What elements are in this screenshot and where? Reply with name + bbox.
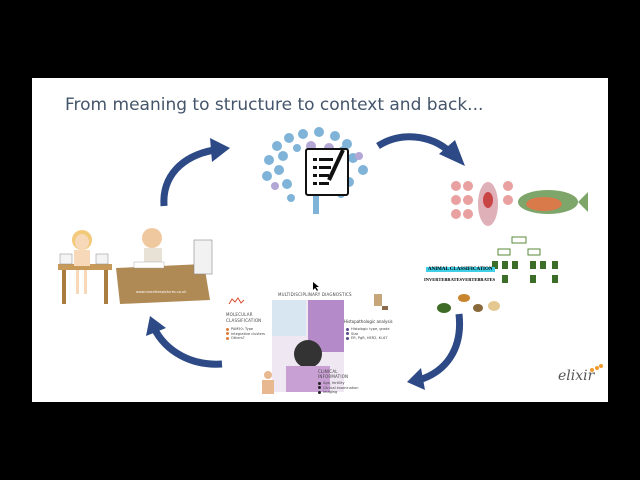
molecular-chart-icon	[228, 297, 245, 305]
clinical-item: Clinical examination	[323, 385, 359, 390]
classification-header: ANIMAL CLASSIFICATION	[426, 267, 495, 272]
diagnostics-header: MULTIDISCIPLINARY DIAGNOSTICS	[278, 292, 352, 297]
curved-arrow-bottom-left-icon	[146, 316, 223, 368]
curved-arrow-bottom-right-icon	[407, 313, 464, 390]
molecular-item: PAM50: Type	[231, 327, 254, 331]
histo-title: Histopathologic analysis	[344, 319, 393, 324]
patient-icon	[262, 371, 274, 394]
mouse-cursor-icon	[313, 282, 319, 291]
molecular-title-line2: CLASSIFICATION	[226, 318, 262, 323]
classification-vertebrates: VERTEBRATES	[462, 277, 496, 282]
microscope-icon	[374, 294, 388, 310]
tree-of-boxes-diagram	[492, 236, 558, 283]
slide-title: From meaning to structure to context and…	[65, 95, 484, 115]
curved-arrow-top-left-icon	[160, 138, 230, 207]
presentation-slide: From meaning to structure to context and…	[32, 78, 608, 402]
histo-item: Size	[351, 331, 359, 336]
molecular-title-line1: MOLECULAR	[226, 312, 253, 317]
elixir-logo: elixir	[558, 368, 595, 384]
molecular-item: Integrative clusters	[231, 331, 265, 336]
cartoon-watermark: www.cleanfreepictures.co.uk	[136, 290, 187, 294]
cartoon-office-workers-illustration	[58, 228, 213, 304]
molecular-item: Others?	[231, 336, 245, 340]
clinical-items: Age, fertility Clinical examination Imag…	[318, 381, 359, 395]
clinical-title-line1: CLINICAL	[318, 369, 338, 374]
histo-item: Histologic type, grade	[351, 327, 390, 331]
histology-image	[272, 300, 344, 392]
histo-items: Histologic type, grade Size ER, PgR, HER…	[346, 327, 390, 341]
anatomy-illustrations	[451, 181, 588, 226]
animal-icons	[437, 294, 500, 313]
curved-arrow-top-right-icon	[376, 133, 465, 166]
molecular-items: PAM50: Type Integrative clusters Others?	[226, 327, 265, 341]
classification-invertebrates: INVERTEBRATES	[424, 277, 463, 282]
histo-item: ER, PgR, HER2, Ki-67	[351, 336, 388, 340]
elixir-logo-mark	[590, 364, 603, 372]
clinical-item: Imaging	[323, 390, 338, 394]
clinical-title-line2: INFORMATION	[318, 374, 349, 379]
document-edit-icon	[305, 148, 349, 196]
clinical-item: Age, fertility	[323, 381, 345, 385]
